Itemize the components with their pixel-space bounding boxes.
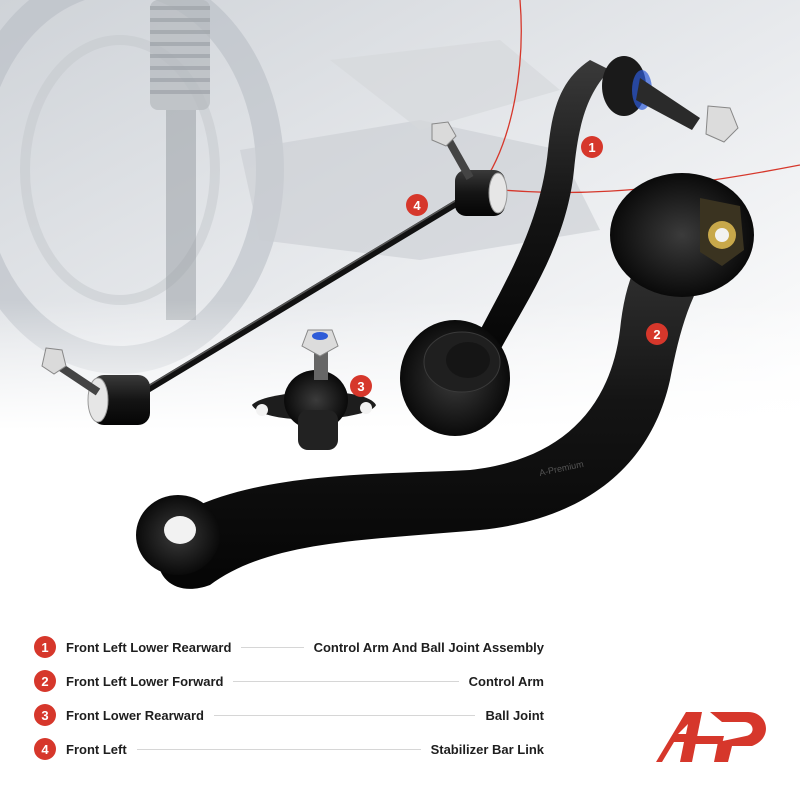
legend-part-name: Control Arm And Ball Joint Assembly [313,639,544,655]
a-premium-logo [656,712,766,762]
legend-number: 1 [34,636,56,658]
legend-row: 1 Front Left Lower Rearward Control Arm … [34,630,544,664]
svg-text:2: 2 [653,327,660,342]
legend-number: 2 [34,670,56,692]
forward-control-arm: A-Premium [136,173,754,589]
callout-badge-4: 4 [406,194,428,216]
ball-joint [252,329,376,450]
legend-part-name: Ball Joint [485,707,544,723]
legend-divider-line [213,714,476,716]
callout-arc [479,164,800,194]
legend-number: 3 [34,704,56,726]
legend-row: 3 Front Lower Rearward Ball Joint [34,698,544,732]
legend-part-name: Stabilizer Bar Link [430,741,544,757]
legend-row: 4 Front Left Stabilizer Bar Link [34,732,544,766]
legend-divider-line [136,748,421,750]
legend-location: Front Lower Rearward [66,707,204,723]
rear-control-arm [400,56,739,436]
callout-badge-1: 1 [581,136,603,158]
callout-badge-3: 3 [350,375,372,397]
legend-divider-line [233,680,459,682]
legend-location: Front Left Lower Forward [66,673,224,689]
parts-legend: 1 Front Left Lower Rearward Control Arm … [34,630,544,766]
legend-location: Front Left Lower Rearward [66,639,232,655]
svg-text:1: 1 [588,140,595,155]
legend-row: 2 Front Left Lower Forward Control Arm [34,664,544,698]
legend-location: Front Left [66,741,127,757]
svg-text:4: 4 [413,198,421,213]
legend-number: 4 [34,738,56,760]
callout-arc-vertical [479,0,522,189]
callout-badge-2: 2 [646,323,668,345]
product-scene: A-Premium 1 2 3 4 [0,0,800,589]
legend-part-name: Control Arm [468,673,544,689]
stabilizer-bar-link [41,121,508,425]
legend-divider-line [241,646,304,648]
svg-text:3: 3 [357,379,364,394]
